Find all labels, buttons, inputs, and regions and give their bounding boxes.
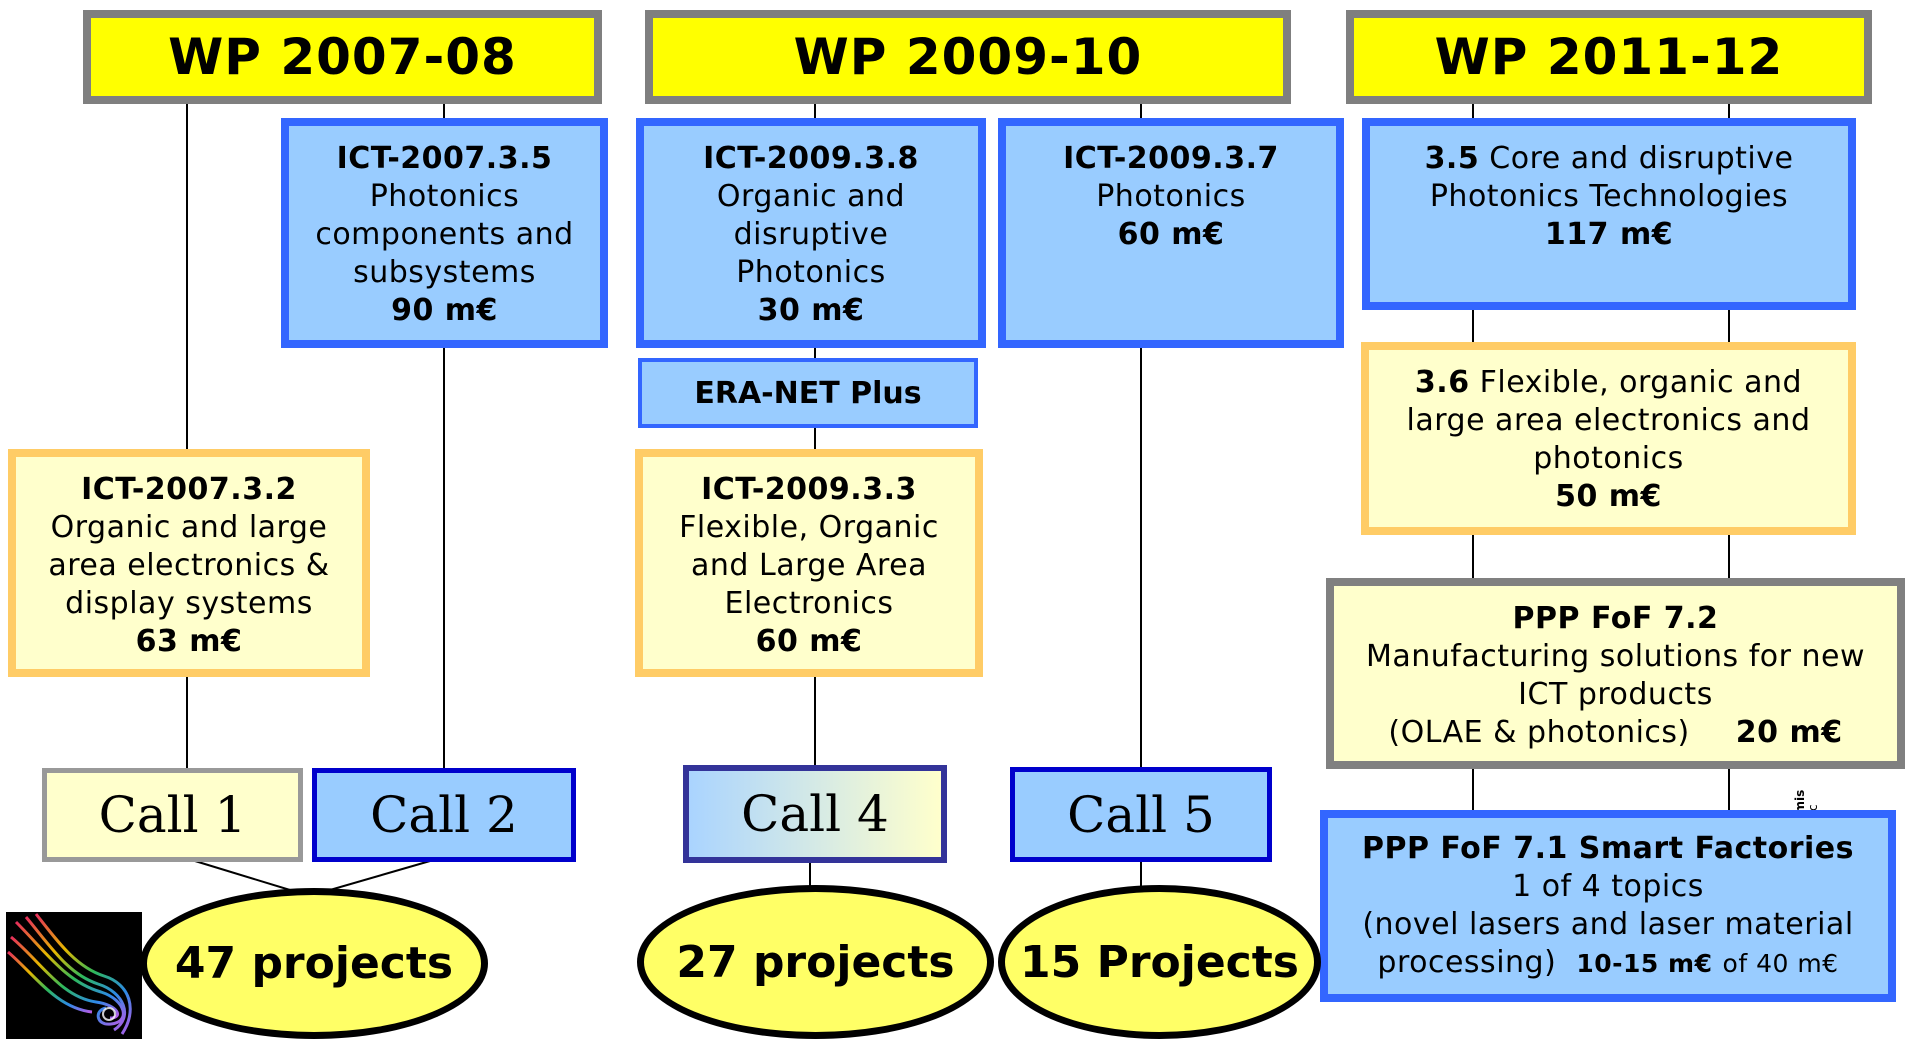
box-budget: 20 m€ (1735, 715, 1843, 750)
box-line: large area electronics and (1406, 403, 1811, 438)
box-line: subsystems (353, 255, 536, 290)
box-line: Organic and (716, 179, 906, 214)
box-budget: 60 m€ (755, 624, 863, 659)
ict-2007-3-2-box: ICT-2007.3.2 Organic and large area elec… (8, 449, 370, 677)
call-2-box: Call 2 (312, 768, 576, 862)
box-line: Photonics (1096, 179, 1246, 214)
box-line: Photonics (369, 179, 520, 214)
box-code: ICT-2009.3.8 (703, 141, 919, 176)
box-budget: 90 m€ (391, 293, 498, 328)
box-line: Flexible, organic and (1479, 365, 1803, 400)
box-line: Organic and large (50, 510, 328, 545)
call-5-box: Call 5 (1010, 767, 1272, 862)
box-code: 3.5 (1424, 141, 1480, 176)
ict-2007-3-5-box: ICT-2007.3.5 Photonics components and su… (281, 118, 608, 348)
projects-label: 47 projects (174, 938, 454, 989)
projects-label: 15 Projects (1020, 936, 1299, 988)
box-code: ICT-2009.3.3 (701, 472, 917, 507)
wp-2007-08-header: WP 2007-08 (83, 10, 602, 104)
wp-header-label: WP 2009-10 (793, 28, 1143, 86)
ict-2009-3-8-box: ICT-2009.3.8 Organic and disruptive Phot… (636, 118, 986, 348)
ict-2009-3-3-box: ICT-2009.3.3 Flexible, Organic and Large… (635, 449, 983, 677)
projects-15-ellipse: 15 Projects (998, 885, 1321, 1039)
box-budget: 63 m€ (135, 624, 243, 659)
box-title: PPP FoF 7.1 Smart Factories (1361, 831, 1854, 866)
projects-label: 27 projects (676, 936, 955, 988)
box-line: (OLAE & photonics) (1388, 715, 1690, 750)
box-line: Photonics Technologies (1429, 179, 1789, 214)
box-line: 1 of 4 topics (1512, 869, 1704, 904)
call-4-box: Call 4 (683, 765, 947, 863)
box-line: processing) (1377, 945, 1557, 980)
box-code: ICT-2009.3.7 (1063, 141, 1279, 176)
box-line: Core and disruptive (1489, 141, 1794, 176)
swirl-graphic (7, 913, 132, 1035)
box-line: and Large Area (691, 548, 927, 583)
box-budget: 50 m€ (1555, 479, 1662, 514)
box-line: Flexible, Organic (679, 510, 939, 545)
projects-27-ellipse: 27 projects (637, 885, 994, 1039)
box-line: Manufacturing solutions for new (1365, 639, 1866, 674)
box-line: components and (315, 217, 574, 252)
box-line: disruptive (733, 217, 889, 252)
ppp-fof-7-1-box: PPP FoF 7.1 Smart Factories 1 of 4 topic… (1320, 810, 1896, 1002)
call-label: Call 4 (741, 785, 889, 843)
box-line: area electronics & (48, 548, 330, 583)
box-label: ERA-NET Plus (694, 375, 922, 411)
ict-2009-3-7-box: ICT-2009.3.7 Photonics 60 m€ (998, 118, 1344, 348)
box-line: display systems (65, 586, 313, 621)
call-1-box: Call 1 (42, 768, 303, 862)
box-line: of 40 m€ (1722, 949, 1839, 978)
box-line: Photonics (736, 255, 886, 290)
box-line: photonics (1533, 441, 1684, 476)
box-code: ICT-2007.3.5 (336, 141, 553, 176)
wp-2009-10-header: WP 2009-10 (645, 10, 1291, 104)
topic-3-5-box: 3.5 Core and disruptive Photonics Techno… (1362, 118, 1856, 310)
wp-header-label: WP 2011-12 (1434, 28, 1784, 86)
ppp-fof-7-2-box: PPP FoF 7.2 Manufacturing solutions for … (1326, 578, 1905, 769)
wp-header-label: WP 2007-08 (168, 28, 517, 86)
box-line: ICT products (1518, 677, 1713, 712)
topic-3-6-box: 3.6 Flexible, organic and large area ele… (1361, 342, 1856, 535)
box-budget: 60 m€ (1117, 217, 1225, 252)
call-label: Call 1 (98, 786, 247, 844)
box-code: 3.6 (1414, 365, 1470, 400)
box-budget: 30 m€ (757, 293, 865, 328)
projects-47-ellipse: 47 projects (140, 888, 488, 1039)
photonics-swirl-image (6, 912, 142, 1039)
box-budget: 10-15 m€ (1576, 949, 1713, 978)
call-label: Call 2 (370, 786, 518, 844)
box-line: (novel lasers and laser material (1362, 907, 1854, 942)
era-net-plus-box: ERA-NET Plus (638, 358, 978, 428)
call-label: Call 5 (1067, 785, 1215, 844)
box-line: Electronics (724, 586, 894, 621)
wp-2011-12-header: WP 2011-12 (1346, 10, 1872, 104)
box-budget: 117 m€ (1544, 217, 1674, 252)
box-title: PPP FoF 7.2 (1512, 601, 1719, 636)
box-code: ICT-2007.3.2 (81, 472, 297, 507)
